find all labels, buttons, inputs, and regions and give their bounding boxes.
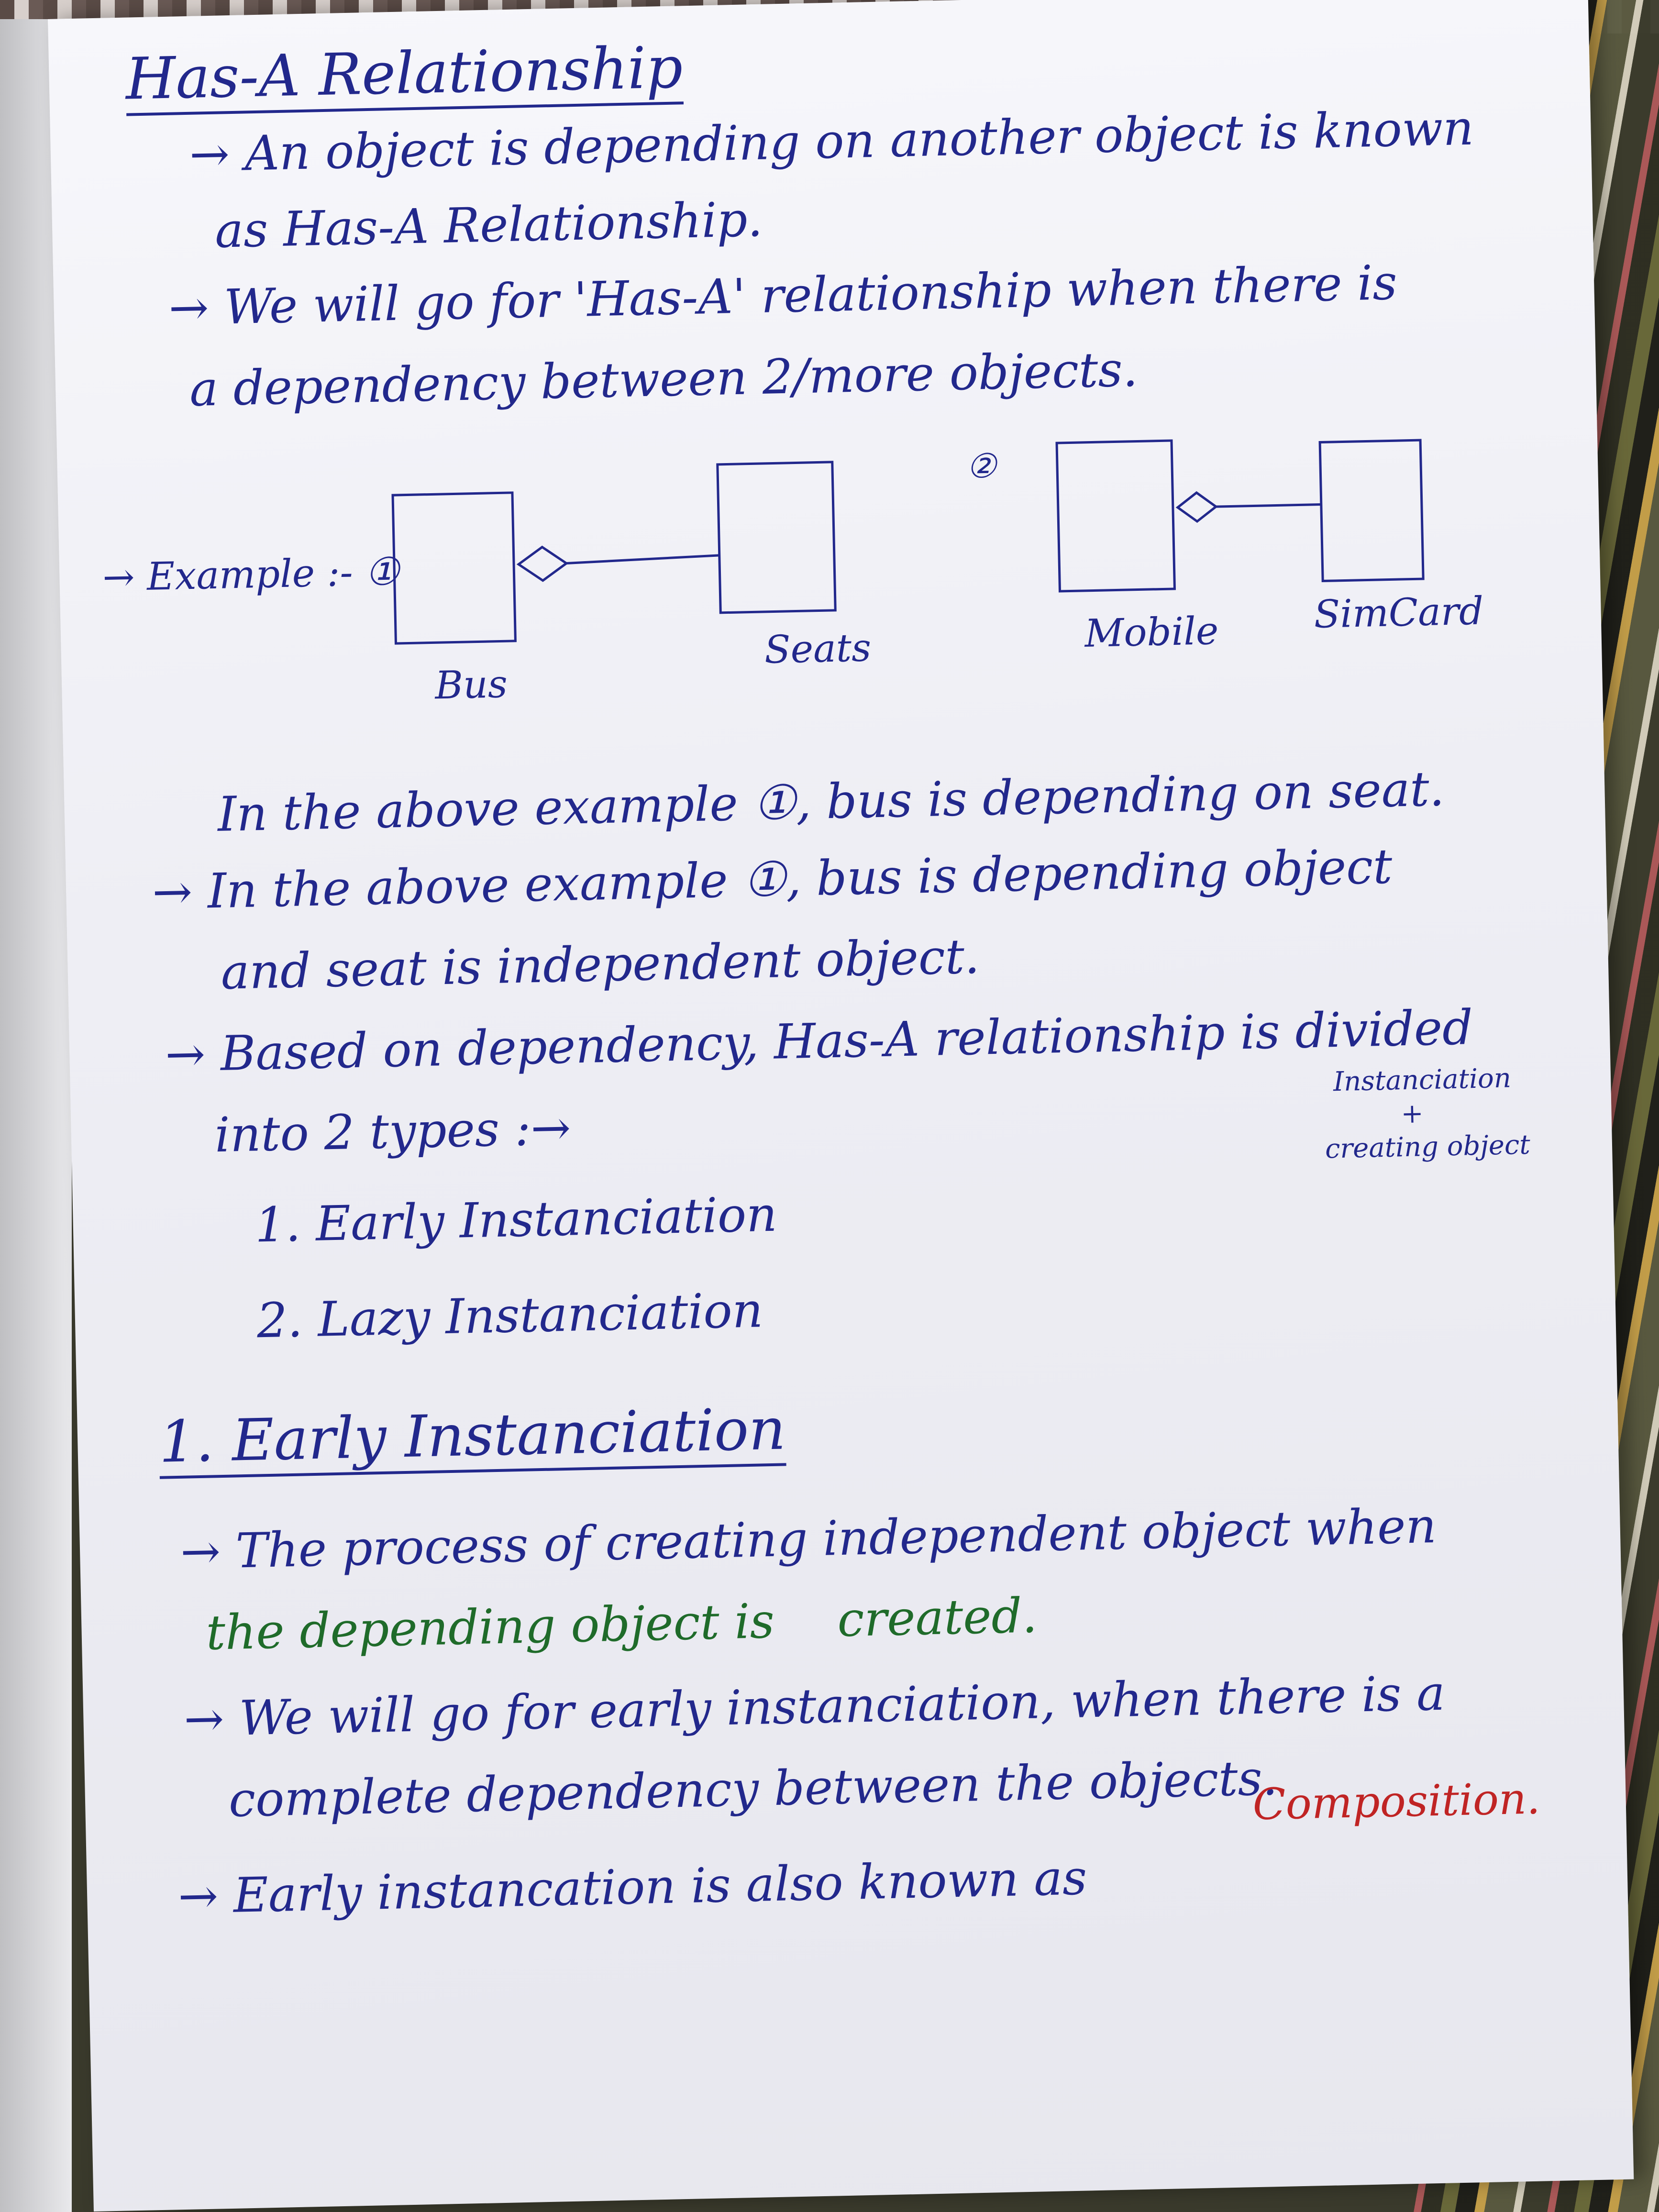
note-line: → In the above example ①, bus is dependi… bbox=[152, 838, 1393, 920]
composition-term: Composition. bbox=[1252, 1773, 1541, 1830]
note-line: created. bbox=[837, 1587, 1038, 1648]
composition-diamond-2 bbox=[1175, 491, 1218, 523]
note-line: → Early instancation is also known as bbox=[177, 1849, 1088, 1925]
has-a-diagram bbox=[391, 439, 1425, 645]
note-line: → The process of creating independent ob… bbox=[179, 1497, 1437, 1580]
diagram-label-simcard: SimCard bbox=[1313, 588, 1484, 637]
seats-box bbox=[716, 461, 837, 614]
note-line: the depending object is bbox=[205, 1593, 775, 1661]
simcard-box bbox=[1318, 439, 1425, 582]
association-line-2 bbox=[1216, 503, 1321, 508]
association-line-1 bbox=[566, 554, 719, 565]
type-item-early: 1. Early Instanciation bbox=[254, 1186, 778, 1253]
note-line: into 2 types :→ bbox=[214, 1099, 572, 1163]
note-line: → We will go for early instanciation, wh… bbox=[183, 1665, 1446, 1747]
side-note-line: Instanciation bbox=[1333, 1062, 1512, 1098]
bus-box bbox=[391, 491, 517, 645]
section-title: 1. Early Instanciation bbox=[158, 1396, 786, 1479]
diagram-label-seats: Seats bbox=[763, 625, 872, 672]
composition-diamond-1 bbox=[516, 545, 569, 582]
diagram-label-mobile: Mobile bbox=[1084, 608, 1219, 656]
mobile-box bbox=[1055, 439, 1176, 593]
side-note-line: creating object bbox=[1325, 1129, 1531, 1165]
type-item-lazy: 2. Lazy Instanciation bbox=[256, 1282, 764, 1349]
note-line: In the above example ①, bus is depending… bbox=[217, 761, 1445, 842]
note-line: → Based on dependency, Has-A relationshi… bbox=[165, 999, 1474, 1083]
note-line: complete dependency between the objects. bbox=[228, 1749, 1278, 1828]
note-line: and seat is independent object. bbox=[220, 928, 980, 1000]
diagram-label-bus: Bus bbox=[434, 662, 508, 708]
notebook-page: Has-A Relationship → An object is depend… bbox=[48, 0, 1634, 2212]
side-note-plus: + bbox=[1400, 1098, 1424, 1130]
